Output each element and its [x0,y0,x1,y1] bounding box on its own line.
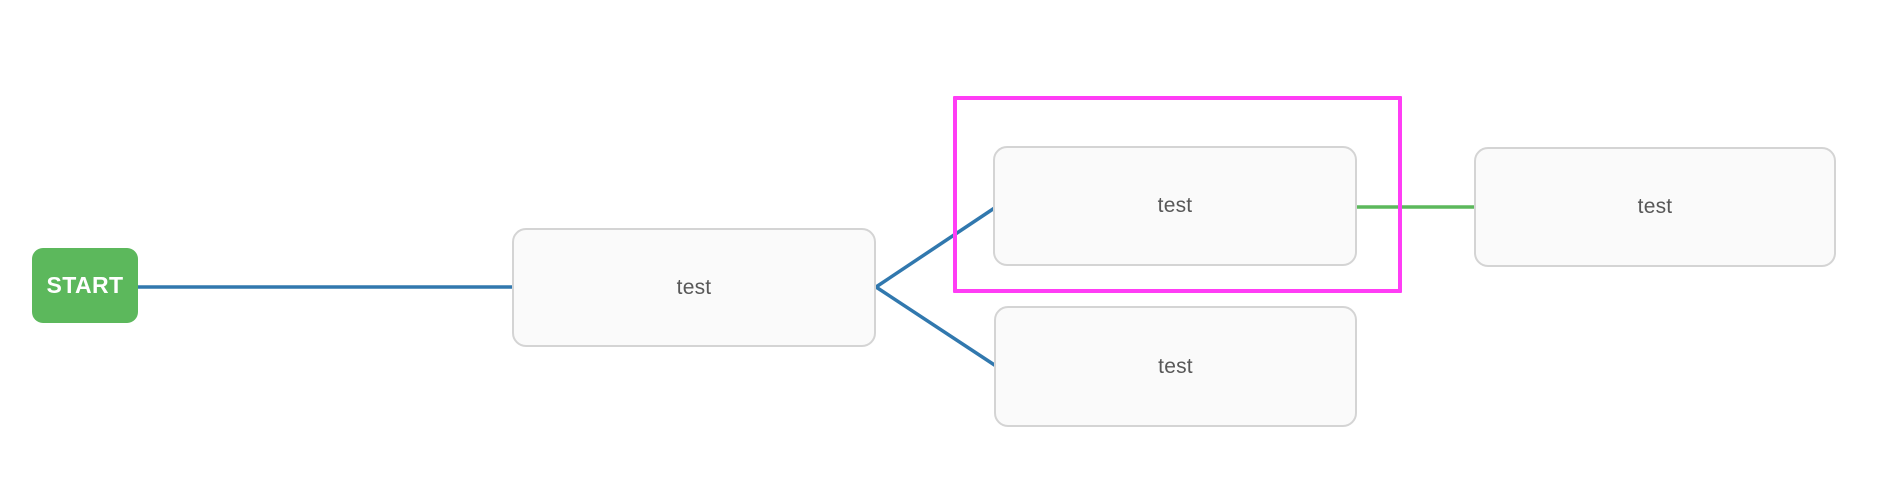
edge-task1-branch-lower [874,285,998,368]
node-task-2-label: test [1157,194,1193,217]
node-start[interactable]: START [32,248,138,323]
node-start-label: START [46,272,124,298]
node-task-2[interactable]: test [993,146,1357,266]
node-task-1-label: test [676,275,712,299]
node-task-4-label: test [1637,195,1673,218]
node-task-4[interactable]: test [1474,147,1836,267]
node-task-3-label: test [1158,354,1193,378]
node-task-3[interactable]: test [994,306,1357,427]
selection-rectangle[interactable] [953,96,1402,293]
node-task-1[interactable]: test [512,228,876,347]
